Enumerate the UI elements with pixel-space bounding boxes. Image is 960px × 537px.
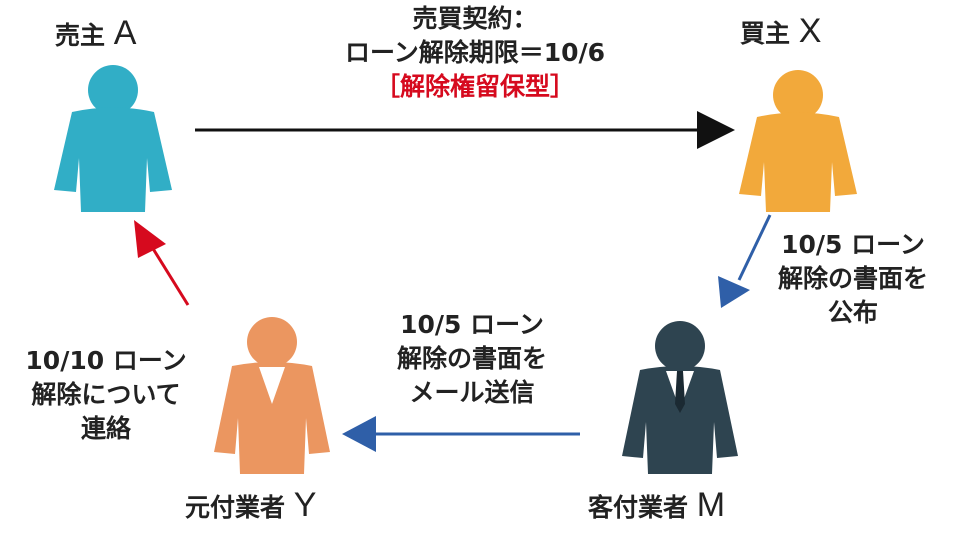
step3-label: 10/10 ローン 解除について 連絡: [0, 344, 212, 446]
step2-line2: 解除の書面を: [396, 344, 547, 373]
client-agent-role: 客付業者: [588, 493, 689, 522]
seller-label: 売主 A: [55, 16, 136, 53]
client-agent-tie: [675, 371, 685, 413]
step2-label: 10/5 ローン 解除の書面を メール送信: [362, 308, 582, 410]
step1-line2: 解除の書面を: [777, 264, 928, 293]
contract-line1: 売買契約：: [412, 4, 538, 33]
origin-agent-role: 元付業者: [185, 493, 286, 522]
contract-label: 売買契約： ローン解除期限＝10/6 ［解除権留保型］: [290, 2, 660, 104]
step2-line3: メール送信: [409, 378, 535, 407]
step3-line3: 連絡: [80, 414, 131, 443]
buyer-role: 買主: [740, 19, 791, 48]
buyer-figure: [739, 70, 857, 212]
step2-line1: 10/5 ローン: [400, 310, 544, 339]
origin-agent-figure: [214, 317, 330, 474]
seller-body: [54, 107, 172, 212]
client-agent-body: [622, 366, 738, 474]
client-agent-figure: [622, 321, 738, 474]
step1-line1: 10/5 ローン: [781, 230, 925, 259]
buyer-head: [773, 70, 823, 120]
client-agent-label: 客付業者 M: [588, 488, 725, 525]
buyer-label: 買主 X: [740, 14, 821, 51]
client-agent-head: [655, 321, 705, 371]
seller-letter: A: [113, 14, 137, 52]
client-agent-letter: M: [696, 486, 726, 524]
contract-arrow: [195, 111, 735, 149]
step1-line3: 公布: [827, 298, 878, 327]
origin-agent-label: 元付業者 Y: [185, 488, 316, 525]
step3-line2: 解除について: [31, 380, 181, 409]
seller-role: 売主: [55, 21, 106, 50]
buyer-body: [739, 112, 857, 212]
buyer-to-client-agent-arrow: [718, 214, 772, 308]
seller-figure: [54, 65, 172, 212]
step1-label: 10/5 ローン 解除の書面を 公布: [758, 228, 948, 330]
contract-line2: ローン解除期限＝10/6: [344, 38, 606, 67]
buyer-letter: X: [798, 12, 822, 50]
origin-agent-head: [247, 317, 297, 367]
client-to-origin-agent-arrow: [342, 416, 580, 452]
origin-agent-letter: Y: [293, 486, 317, 524]
origin-agent-to-seller-arrow: [134, 220, 190, 306]
origin-agent-collar: [259, 367, 285, 404]
origin-agent-body: [214, 362, 330, 474]
step3-line1: 10/10 ローン: [25, 346, 187, 375]
contract-type: ［解除権留保型］: [374, 72, 575, 101]
seller-head: [88, 65, 138, 115]
